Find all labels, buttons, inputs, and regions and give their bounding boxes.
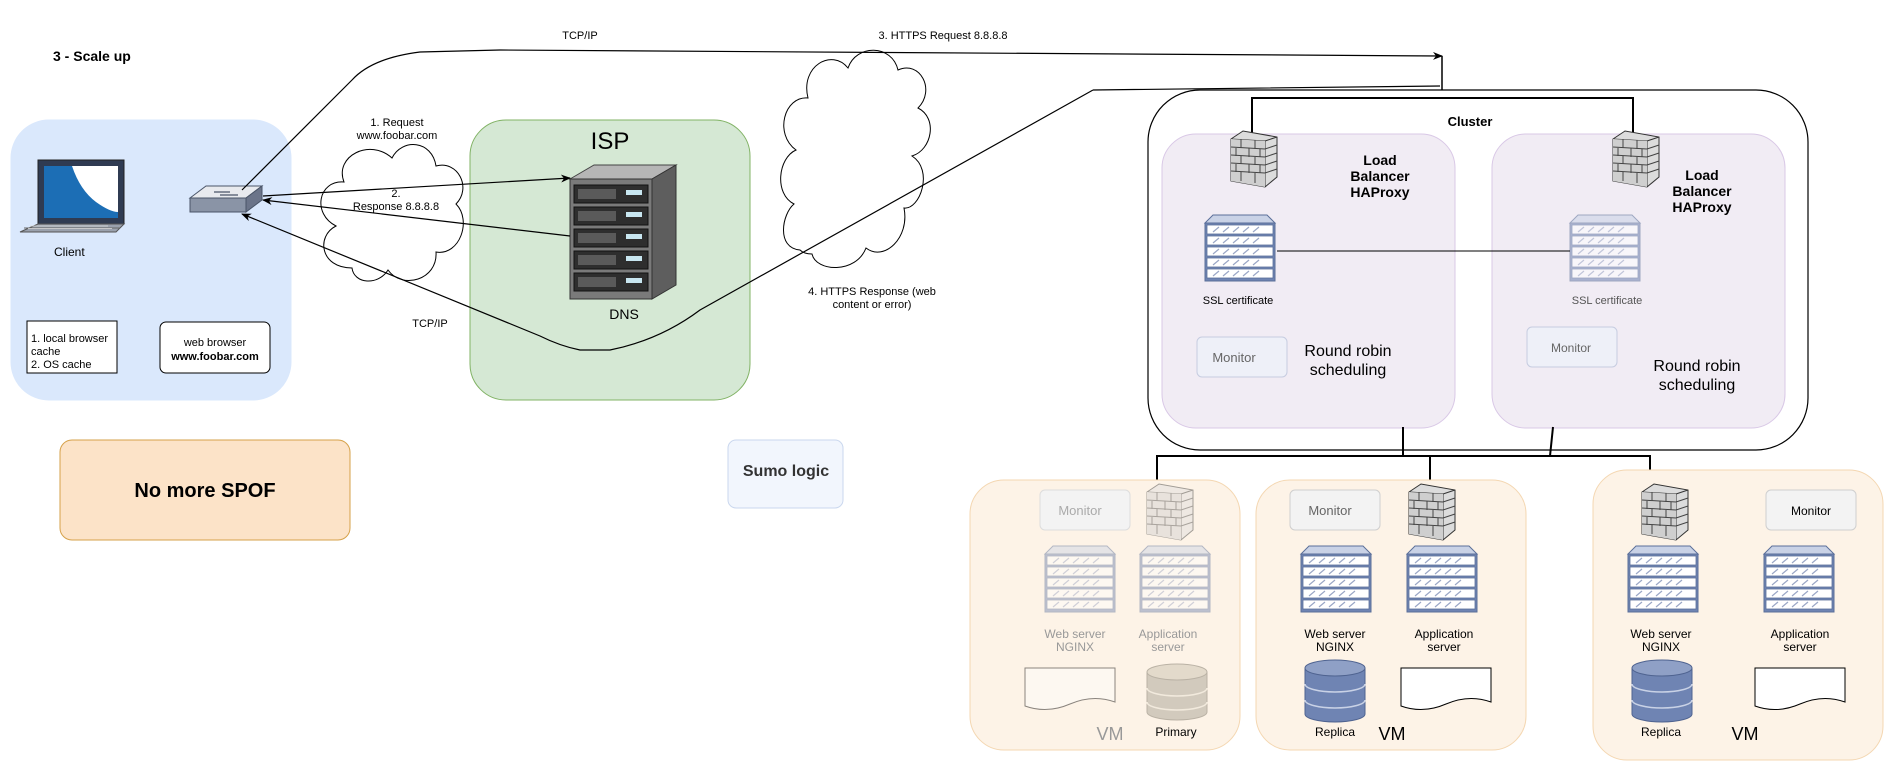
app-server-icon: [1763, 545, 1835, 613]
local-cache-box: [26, 320, 118, 374]
lb1-line1: Load: [1363, 152, 1396, 168]
web-server-icon: [1044, 545, 1116, 613]
laptop-icon: [19, 159, 126, 233]
lb2-rr-line2: scheduling: [1659, 377, 1736, 394]
ssl-server-icon: [1204, 214, 1276, 282]
vm3-app-line2: server: [1783, 640, 1816, 654]
https-response-label-2: content or error): [833, 299, 912, 311]
response-label-2: Response 8.8.8.8: [353, 201, 439, 213]
monitor-badge: [1289, 489, 1381, 531]
vm3-web-line2: NGINX: [1642, 640, 1680, 654]
lb2-ssl-label: SSL certificate: [1572, 295, 1643, 307]
monitor-badge: [1526, 326, 1618, 368]
page-title: 3 - Scale up: [53, 48, 131, 64]
vm2-web-line2: NGINX: [1316, 640, 1354, 654]
monitor-badge: [1765, 489, 1857, 531]
isp-label: ISP: [591, 128, 630, 155]
dns-label: DNS: [609, 306, 639, 322]
firewall-icon: [1641, 483, 1689, 541]
vm1-app-line1: Application: [1139, 627, 1198, 641]
https-response-label-1: 4. HTTPS Response (web: [808, 286, 936, 298]
web-server-icon: [1627, 545, 1699, 613]
lb2-line1: Load: [1685, 167, 1718, 183]
database-icon: [1631, 659, 1693, 723]
vm3-monitor-label: Monitor: [1791, 504, 1831, 518]
tcpip-bottom-label: TCP/IP: [412, 318, 447, 330]
vm2-web-line1: Web server: [1304, 627, 1365, 641]
tcpip-top-label: TCP/IP: [562, 30, 597, 42]
router-icon: [188, 185, 264, 213]
lb2-monitor-label: Monitor: [1551, 341, 1591, 355]
lb1-line3: HAProxy: [1350, 184, 1409, 200]
lb2-rr-line1: Round robin: [1653, 358, 1740, 375]
cache-line-1: 1. local browser: [31, 333, 108, 345]
sumo-logic-label: Sumo logic: [743, 463, 829, 480]
lb1-monitor-label: Monitor: [1212, 350, 1256, 365]
browser-line-1: web browser: [183, 337, 247, 349]
monitor-badge: [1039, 489, 1131, 531]
vm2-monitor-label: Monitor: [1308, 503, 1352, 518]
vm2-app-line2: server: [1427, 640, 1460, 654]
internet-cloud-right: [780, 49, 931, 268]
response-label-1: 2.: [391, 188, 400, 200]
vm3-web-line1: Web server: [1630, 627, 1691, 641]
firewall-icon: [1146, 483, 1194, 541]
lb1-rr-line1: Round robin: [1304, 343, 1391, 360]
lb2-line2: Balancer: [1672, 183, 1732, 199]
lb1-line2: Balancer: [1350, 168, 1410, 184]
vm1-web-line1: Web server: [1044, 627, 1105, 641]
lb1-rr-line2: scheduling: [1310, 362, 1387, 379]
cache-line-2: cache: [31, 346, 60, 358]
sumo-logic-box: [727, 439, 844, 509]
vm1-db-label: Primary: [1155, 725, 1196, 739]
lb1-ssl-label: SSL certificate: [1203, 295, 1274, 307]
firewall-icon: [1230, 130, 1278, 188]
vm3-db-label: Replica: [1641, 725, 1681, 739]
vm3-app-line1: Application: [1771, 627, 1830, 641]
vm1-vm-label: VM: [1097, 724, 1124, 744]
database-icon: [1304, 659, 1366, 723]
vm1-web-line2: NGINX: [1056, 640, 1094, 654]
cluster-label: Cluster: [1448, 114, 1493, 129]
lb2-line3: HAProxy: [1672, 199, 1731, 215]
spof-note: [59, 439, 351, 541]
vm2-app-line1: Application: [1415, 627, 1474, 641]
firewall-icon: [1408, 483, 1456, 541]
browser-line-2: www.foobar.com: [170, 351, 259, 363]
web-server-icon: [1300, 545, 1372, 613]
request-label-1: 1. Request: [370, 117, 423, 129]
spof-text: No more SPOF: [134, 480, 275, 502]
cache-line-3: 2. OS cache: [31, 359, 92, 371]
vm1-monitor-label: Monitor: [1058, 503, 1102, 518]
vm1-app-line2: server: [1151, 640, 1184, 654]
firewall-icon: [1612, 130, 1660, 188]
web-browser-box: [159, 321, 271, 374]
client-label: Client: [54, 245, 85, 259]
app-server-icon: [1139, 545, 1211, 613]
vm3-vm-label: VM: [1732, 724, 1759, 744]
request-label-2: www.foobar.com: [356, 130, 438, 142]
ssl-server-icon: [1569, 214, 1641, 282]
monitor-badge: [1196, 336, 1288, 378]
vm2-vm-label: VM: [1379, 724, 1406, 744]
vm2-db-label: Replica: [1315, 725, 1355, 739]
internet-cloud-left: [320, 144, 464, 282]
https-request-label: 3. HTTPS Request 8.8.8.8: [878, 30, 1007, 42]
app-server-icon: [1406, 545, 1478, 613]
dns-server-icon: [568, 164, 678, 300]
